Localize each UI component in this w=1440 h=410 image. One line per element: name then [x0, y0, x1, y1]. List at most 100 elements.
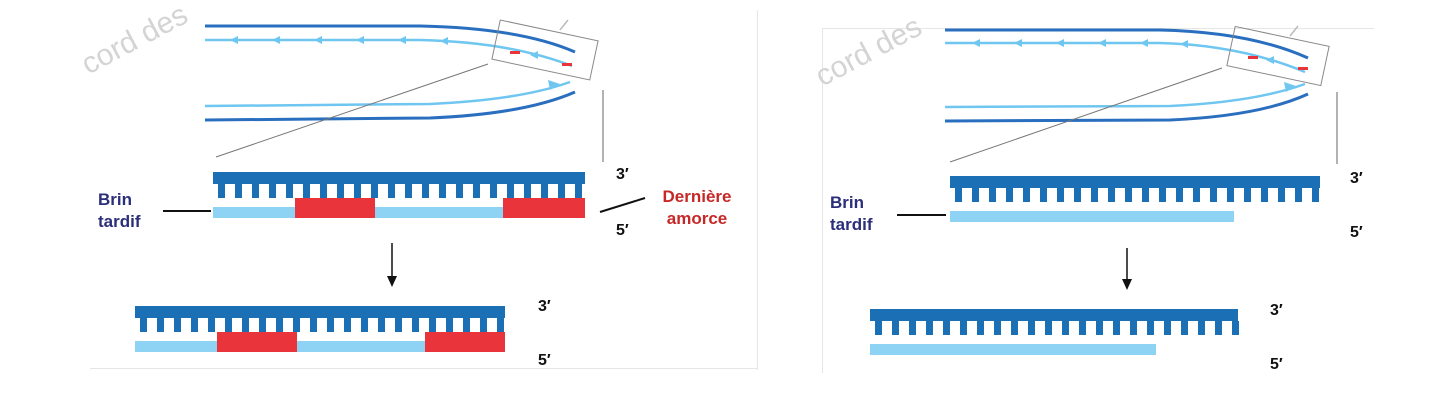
base-pair-tooth — [269, 184, 276, 198]
base-pair-tooth — [344, 318, 351, 332]
end-label-3prime: 3′ — [1350, 170, 1363, 187]
zoom-box — [1226, 25, 1330, 87]
base-pair-tooth — [1125, 188, 1132, 202]
base-pair-tooth — [405, 184, 412, 198]
end-label-5prime: 5′ — [538, 352, 551, 369]
base-pair-tooth — [463, 318, 470, 332]
end-label-5prime: 5′ — [1270, 356, 1283, 373]
base-pair-tooth — [337, 184, 344, 198]
base-pair-tooth — [497, 318, 504, 332]
base-pair-tooth — [541, 184, 548, 198]
base-pair-tooth — [259, 318, 266, 332]
base-pair-tooth — [1040, 188, 1047, 202]
base-pair-tooth — [310, 318, 317, 332]
zoom-box — [491, 19, 599, 81]
base-pair-tooth — [378, 318, 385, 332]
base-pair-tooth — [1057, 188, 1064, 202]
base-pair-tooth — [1176, 188, 1183, 202]
down-arrow-icon — [387, 243, 397, 287]
last-primer-label: Dernière amorce — [662, 187, 732, 228]
base-pair-tooth — [140, 318, 147, 332]
base-pair-tooth — [977, 321, 984, 335]
base-pair-tooth — [429, 318, 436, 332]
base-pair-tooth — [1045, 321, 1052, 335]
base-pair-tooth — [507, 184, 514, 198]
base-pair-tooth — [276, 318, 283, 332]
panel-after-primer-removal: cord des — [760, 0, 1440, 410]
panel-left-rule — [822, 28, 823, 373]
base-pair-tooth — [157, 318, 164, 332]
base-pair-tooth — [235, 184, 242, 198]
base-pair-tooth — [1232, 321, 1239, 335]
base-pair-tooth — [875, 321, 882, 335]
base-pair-tooth — [943, 321, 950, 335]
base-pair-tooth — [1198, 321, 1205, 335]
base-pair-tooth — [1215, 321, 1222, 335]
base-pair-tooth — [1278, 188, 1285, 202]
base-pair-tooth — [1261, 188, 1268, 202]
base-pair-tooth — [191, 318, 198, 332]
panel-bottom-rule — [90, 368, 758, 369]
base-pair-tooth — [320, 184, 327, 198]
base-pair-tooth — [371, 184, 378, 198]
base-pair-tooth — [1181, 321, 1188, 335]
base-pair-tooth — [1164, 321, 1171, 335]
diagram-right-svg — [870, 25, 1338, 355]
base-pair-tooth — [388, 184, 395, 198]
base-pair-tooth — [225, 318, 232, 332]
base-pair-tooth — [1227, 188, 1234, 202]
base-pair-tooth — [972, 188, 979, 202]
replication-fork — [204, 24, 576, 122]
base-pair-tooth — [1113, 321, 1120, 335]
base-pair-tooth — [473, 184, 480, 198]
base-pair-tooth — [575, 184, 582, 198]
base-pair-tooth — [960, 321, 967, 335]
lagging-strand-label: Brin tardif — [830, 193, 873, 234]
panel-divider — [757, 10, 758, 370]
base-pair-tooth — [1244, 188, 1251, 202]
rna-primer — [425, 332, 505, 352]
base-pair-tooth — [1062, 321, 1069, 335]
base-pair-tooth — [926, 321, 933, 335]
diagram-left-svg — [135, 19, 646, 352]
base-pair-tooth — [909, 321, 916, 335]
base-pair-tooth — [1011, 321, 1018, 335]
base-pair-tooth — [361, 318, 368, 332]
base-pair-tooth — [955, 188, 962, 202]
base-pair-tooth — [892, 321, 899, 335]
zoom-line — [215, 63, 489, 158]
base-pair-tooth — [456, 184, 463, 198]
base-pair-tooth — [1295, 188, 1302, 202]
base-pair-tooth — [395, 318, 402, 332]
end-label-5prime: 5′ — [616, 222, 629, 239]
end-label-5prime: 5′ — [1350, 224, 1363, 241]
lagging-strand-label: Brin tardif — [98, 190, 141, 231]
end-label-3prime: 3′ — [616, 166, 629, 183]
base-pair-tooth — [354, 184, 361, 198]
down-arrow-icon — [1122, 248, 1132, 290]
base-pair-tooth — [303, 184, 310, 198]
base-pair-tooth — [1159, 188, 1166, 202]
rna-primer — [503, 198, 585, 218]
base-pair-tooth — [1193, 188, 1200, 202]
base-pair-tooth — [1023, 188, 1030, 202]
rna-primer — [295, 198, 375, 218]
base-pair-tooth — [1006, 188, 1013, 202]
base-pair-tooth — [558, 184, 565, 198]
base-pair-tooth — [286, 184, 293, 198]
base-pair-tooth — [412, 318, 419, 332]
base-pair-tooth — [1091, 188, 1098, 202]
base-pair-tooth — [1096, 321, 1103, 335]
base-pair-tooth — [994, 321, 1001, 335]
dna-duplex-bottom — [870, 309, 1239, 355]
base-pair-tooth — [1130, 321, 1137, 335]
base-pair-tooth — [446, 318, 453, 332]
base-pair-tooth — [524, 184, 531, 198]
base-pair-tooth — [1108, 188, 1115, 202]
zoom-line — [949, 67, 1223, 163]
dna-duplex-bottom — [135, 306, 505, 352]
base-pair-tooth — [252, 184, 259, 198]
replication-fork — [944, 28, 1309, 123]
base-pair-tooth — [327, 318, 334, 332]
panel-before-primer-removal: cord des — [76, 0, 732, 369]
